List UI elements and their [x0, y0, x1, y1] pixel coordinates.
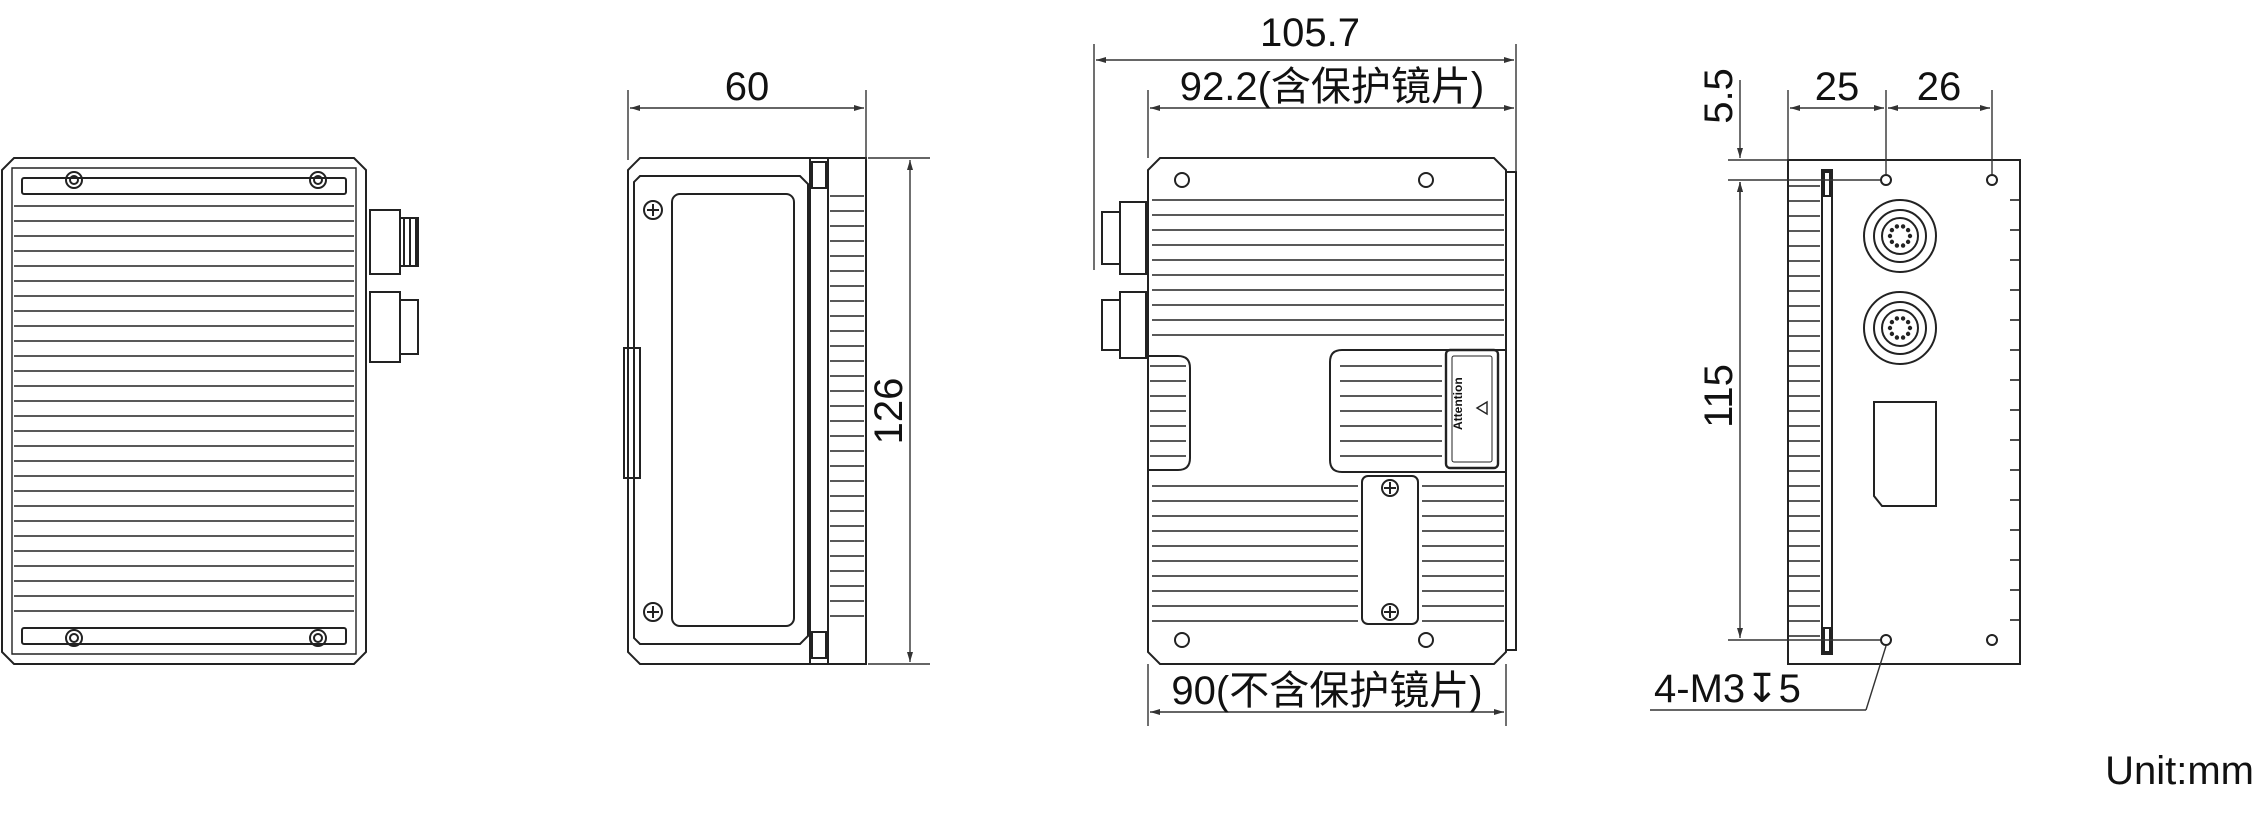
- connector-pin: [1905, 239, 1911, 245]
- connector-pin: [1900, 224, 1906, 229]
- connector-pin: [1887, 325, 1893, 331]
- attention-text: Attention: [1451, 377, 1465, 430]
- dim-front-without-cover: 90(不含保护镜片): [1171, 669, 1482, 713]
- dim-side-height: 126: [867, 378, 911, 445]
- connector-pin: [1900, 316, 1906, 321]
- connector-pin: [1905, 227, 1911, 233]
- connector-pin: [1889, 331, 1895, 337]
- connector-pin: [1894, 243, 1900, 248]
- cross-screw-icon: [643, 200, 663, 622]
- dim-bottom-offset: 5.5: [1697, 68, 1741, 124]
- connector-pin: [1889, 319, 1895, 325]
- connector-pin: [1907, 325, 1913, 331]
- connector-m12-top-icon: [369, 209, 419, 275]
- unit-label: Unit:mm: [2105, 749, 2254, 793]
- connector-pin: [1894, 224, 1900, 229]
- front-view: [1101, 157, 1517, 665]
- connector-pin: [1905, 319, 1911, 325]
- dim-bottom-pitch: 115: [1697, 364, 1741, 428]
- connector-pin: [1905, 331, 1911, 337]
- connector-m12-bottom-icon: [369, 291, 419, 363]
- dim-bottom-26: 26: [1917, 65, 1962, 109]
- top-view: [1, 157, 419, 665]
- round-connector-icon: [1863, 199, 1937, 365]
- cross-screw-icon: [1381, 479, 1399, 621]
- connector-pin: [1889, 227, 1895, 233]
- connector-pin: [1900, 243, 1906, 248]
- connector-pin: [1887, 233, 1893, 239]
- dim-side-width: 60: [725, 65, 770, 109]
- connector-pin: [1900, 335, 1906, 340]
- connector-pin: [1894, 316, 1900, 321]
- connector-pin: [1894, 335, 1900, 340]
- side-view: [623, 157, 867, 665]
- bottom-view: [1787, 159, 2021, 665]
- connector-pin: [1889, 239, 1895, 245]
- attention-label: [1444, 348, 1500, 470]
- dimensions: [627, 44, 1993, 726]
- dim-front-overall: 105.7: [1260, 11, 1360, 55]
- connector-pin: [1907, 233, 1913, 239]
- dim-front-with-cover: 92.2(含保护镜片): [1180, 65, 1485, 109]
- hole-callout: 4-M3↧5: [1654, 667, 1801, 711]
- dim-bottom-25: 25: [1815, 65, 1860, 109]
